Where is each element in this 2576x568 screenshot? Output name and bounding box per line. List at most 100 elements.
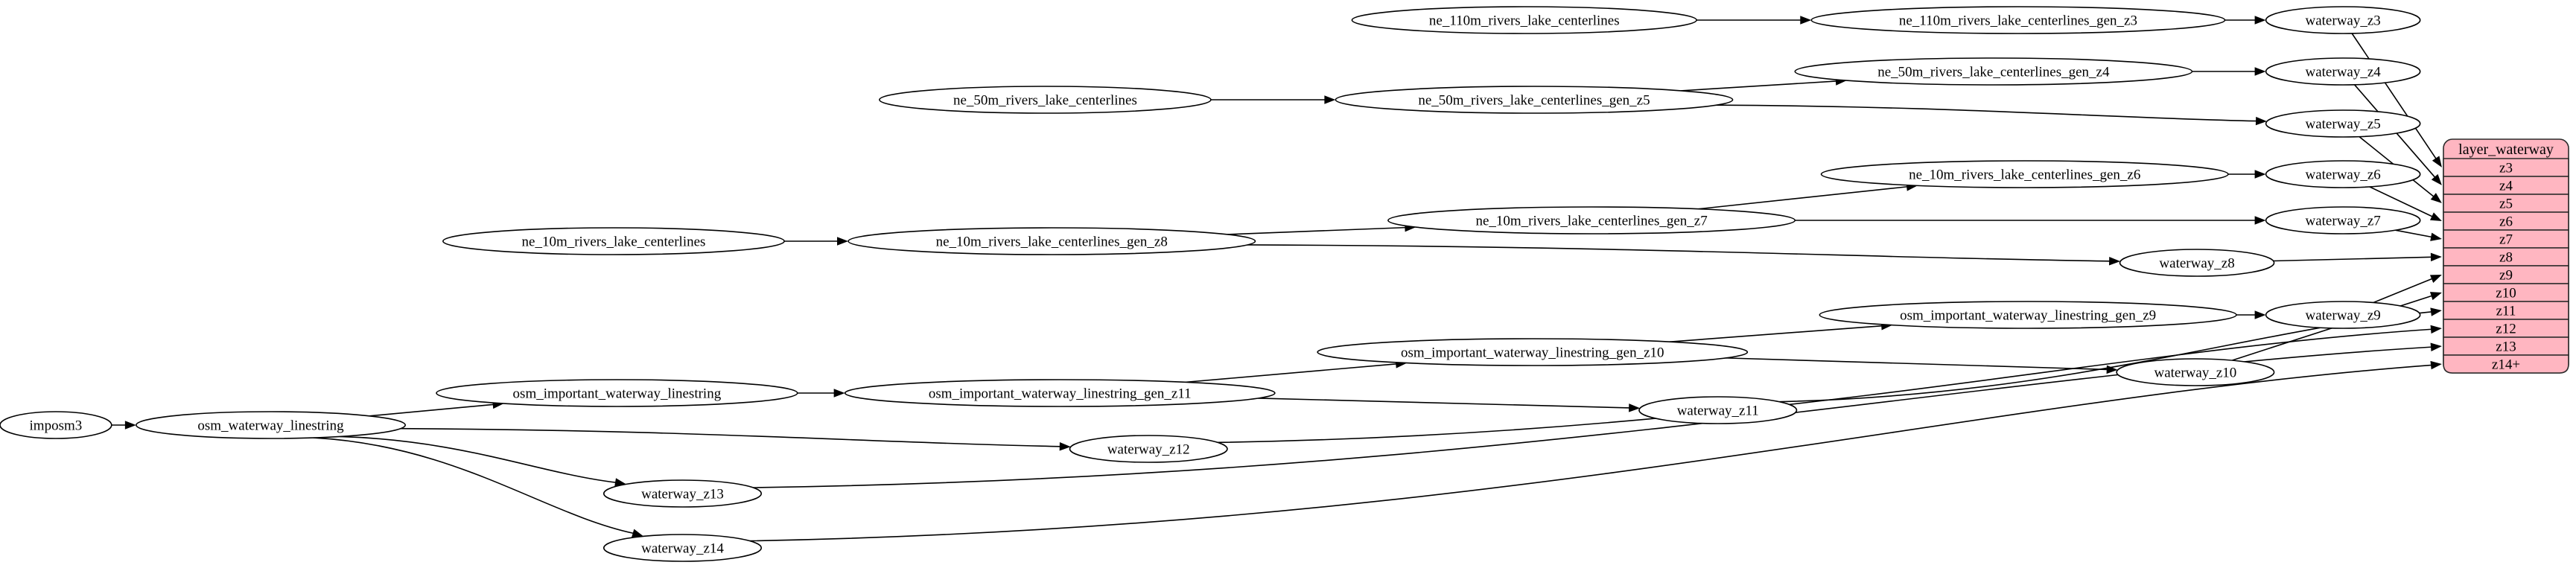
table-row-label-z4: z4 [2499, 179, 2513, 194]
node-osm_iww_z9[interactable]: osm_important_waterway_linestring_gen_z9 [1819, 301, 2237, 329]
node-ne10m[interactable]: ne_10m_rivers_lake_centerlines [442, 227, 785, 255]
edge-arrowhead [124, 421, 136, 430]
edge-arrowhead [1629, 403, 1641, 412]
node-label-osm_iww_z11: osm_important_waterway_linestring_gen_z1… [929, 386, 1192, 402]
node-osm_iww_z11[interactable]: osm_important_waterway_linestring_gen_z1… [844, 379, 1276, 407]
edge-osm_ww_ls-to-osm_iww_ls [369, 403, 494, 417]
edge-arrowhead [1324, 95, 1336, 104]
table-row-label-z10: z10 [2496, 286, 2516, 301]
edge-ww_z8-to-table-z8 [2273, 256, 2432, 262]
table-row-z14+[interactable] [2443, 354, 2569, 374]
node-ww_z8[interactable]: waterway_z8 [2119, 249, 2275, 277]
node-label-ne50m_z4: ne_50m_rivers_lake_centerlines_gen_z4 [1877, 65, 2110, 80]
edge-arrowhead [2255, 116, 2267, 126]
node-ellipse-osm_iww_z9 [1819, 301, 2237, 329]
node-ne10m_z6[interactable]: ne_10m_rivers_lake_centerlines_gen_z6 [1820, 160, 2229, 188]
node-ellipse-ne50m_z5 [1335, 86, 1734, 114]
node-ww_z6[interactable]: waterway_z6 [2265, 160, 2421, 188]
node-ww_z13[interactable]: waterway_z13 [602, 479, 763, 508]
edge-arrowhead [2430, 325, 2442, 334]
node-ww_z9[interactable]: waterway_z9 [2265, 301, 2421, 329]
edges-layer [111, 16, 2442, 542]
edge-arrowhead [2430, 232, 2442, 241]
node-ellipse-ww_z5 [2265, 109, 2421, 138]
edge-ww_z6-to-table-z6 [2369, 186, 2434, 217]
node-ne10m_z7[interactable]: ne_10m_rivers_lake_centerlines_gen_z7 [1387, 206, 1796, 234]
node-ellipse-osm_iww_ls [436, 379, 798, 407]
node-ww_z7[interactable]: waterway_z7 [2265, 206, 2421, 234]
node-ellipse-ne50m [879, 86, 1212, 114]
node-ellipse-ww_z12 [1069, 435, 1228, 463]
table-row-label-z14+: z14+ [2492, 357, 2520, 373]
edge-arrowhead [2429, 212, 2442, 221]
node-ww_z4[interactable]: waterway_z4 [2265, 57, 2421, 86]
node-ww_z11[interactable]: waterway_z11 [1638, 396, 1798, 424]
edge-osm_ww_ls-to-ww_z12 [400, 427, 1061, 447]
edge-arrowhead [1800, 16, 1812, 25]
edge-arrowhead [2432, 156, 2442, 167]
edge-arrowhead [2430, 193, 2442, 203]
edge-arrowhead [837, 237, 848, 246]
node-ellipse-ne110m [1351, 6, 1697, 34]
node-ne110m_z3[interactable]: ne_110m_rivers_lake_centerlines_gen_z3 [1810, 6, 2226, 34]
table-row-label-z9: z9 [2499, 268, 2513, 284]
node-ne50m[interactable]: ne_50m_rivers_lake_centerlines [879, 86, 1212, 114]
node-ww_z12[interactable]: waterway_z12 [1069, 435, 1228, 463]
node-imposm3[interactable]: imposm3 [0, 411, 112, 439]
node-label-ww_z4: waterway_z4 [2306, 65, 2382, 80]
node-label-ww_z3: waterway_z3 [2306, 13, 2381, 29]
node-label-ne10m_z6: ne_10m_rivers_lake_centerlines_gen_z6 [1909, 167, 2140, 183]
edge-ne50m_z5-to-ne50m_z4 [1680, 80, 1837, 92]
node-osm_iww_ls[interactable]: osm_important_waterway_linestring [436, 379, 798, 407]
node-label-ne110m: ne_110m_rivers_lake_centerlines [1429, 13, 1620, 29]
edge-arrowhead [2431, 173, 2442, 185]
node-ellipse-ne10m [442, 227, 785, 255]
table-row-label-z11: z11 [2496, 304, 2516, 319]
node-label-ne110m_z3: ne_110m_rivers_lake_centerlines_gen_z3 [1899, 13, 2137, 29]
node-label-osm_iww_z10: osm_important_waterway_linestring_gen_z1… [1401, 345, 1664, 361]
node-label-ww_z11: waterway_z11 [1677, 403, 1759, 419]
node-ww_z10[interactable]: waterway_z10 [2116, 358, 2275, 386]
node-ww_z3[interactable]: waterway_z3 [2265, 6, 2421, 34]
layer-waterway-table[interactable]: layer_waterwayz3z4z5z6z7z8z9z10z11z12z13… [2443, 138, 2569, 374]
node-ellipse-ne10m_z7 [1387, 206, 1796, 234]
table-row-label-z6: z6 [2499, 214, 2513, 230]
table-row-label-z12: z12 [2496, 322, 2516, 337]
node-ne50m_z4[interactable]: ne_50m_rivers_lake_centerlines_gen_z4 [1794, 57, 2193, 86]
node-label-ww_z10: waterway_z10 [2154, 366, 2236, 381]
edge-arrowhead [632, 529, 644, 537]
node-ellipse-ne10m_z6 [1820, 160, 2229, 188]
node-ne110m[interactable]: ne_110m_rivers_lake_centerlines [1351, 6, 1697, 34]
node-label-ww_z7: waterway_z7 [2306, 214, 2381, 229]
node-ww_z5[interactable]: waterway_z5 [2265, 109, 2421, 138]
nodes-layer: imposm3 osm_waterway_linestring osm_import… [0, 6, 2421, 562]
node-ww_z14[interactable]: waterway_z14 [602, 534, 763, 562]
edge-ne50m_z5-to-ww_z5 [1716, 104, 2257, 122]
node-ellipse-ww_z11 [1638, 396, 1798, 424]
node-ellipse-ne110m_z3 [1810, 6, 2226, 34]
node-osm_iww_z10[interactable]: osm_important_waterway_linestring_gen_z1… [1317, 338, 1749, 366]
node-ellipse-osm_iww_z11 [844, 379, 1276, 407]
node-label-ne10m: ne_10m_rivers_lake_centerlines [522, 234, 706, 250]
node-ellipse-ww_z13 [602, 479, 763, 508]
node-ne50m_z5[interactable]: ne_50m_rivers_lake_centerlines_gen_z5 [1335, 86, 1734, 114]
edge-arrowhead [2430, 252, 2442, 262]
node-ellipse-osm_ww_ls [136, 411, 406, 439]
table-row-label-z5: z5 [2499, 197, 2513, 212]
node-label-ne10m_z8: ne_10m_rivers_lake_centerlines_gen_z8 [936, 234, 1168, 250]
edge-arrowhead [2254, 216, 2266, 225]
edge-arrowhead [2429, 292, 2442, 301]
edge-osm_iww_z10-to-osm_iww_z9 [1670, 325, 1883, 342]
edge-arrowhead [2430, 342, 2442, 351]
node-ellipse-imposm3 [0, 411, 112, 439]
node-label-ww_z6: waterway_z6 [2306, 167, 2381, 183]
node-label-ne50m: ne_50m_rivers_lake_centerlines [953, 93, 1137, 109]
node-ellipse-osm_iww_z10 [1317, 338, 1749, 366]
edge-osm_iww_z11-to-ww_z11 [1258, 398, 1630, 409]
node-ne10m_z8[interactable]: ne_10m_rivers_lake_centerlines_gen_z8 [847, 227, 1256, 255]
edge-arrowhead [2430, 360, 2442, 370]
table-row-label-z7: z7 [2499, 232, 2513, 248]
node-osm_ww_ls[interactable]: osm_waterway_linestring [136, 411, 406, 439]
node-label-ww_z14: waterway_z14 [641, 541, 724, 557]
